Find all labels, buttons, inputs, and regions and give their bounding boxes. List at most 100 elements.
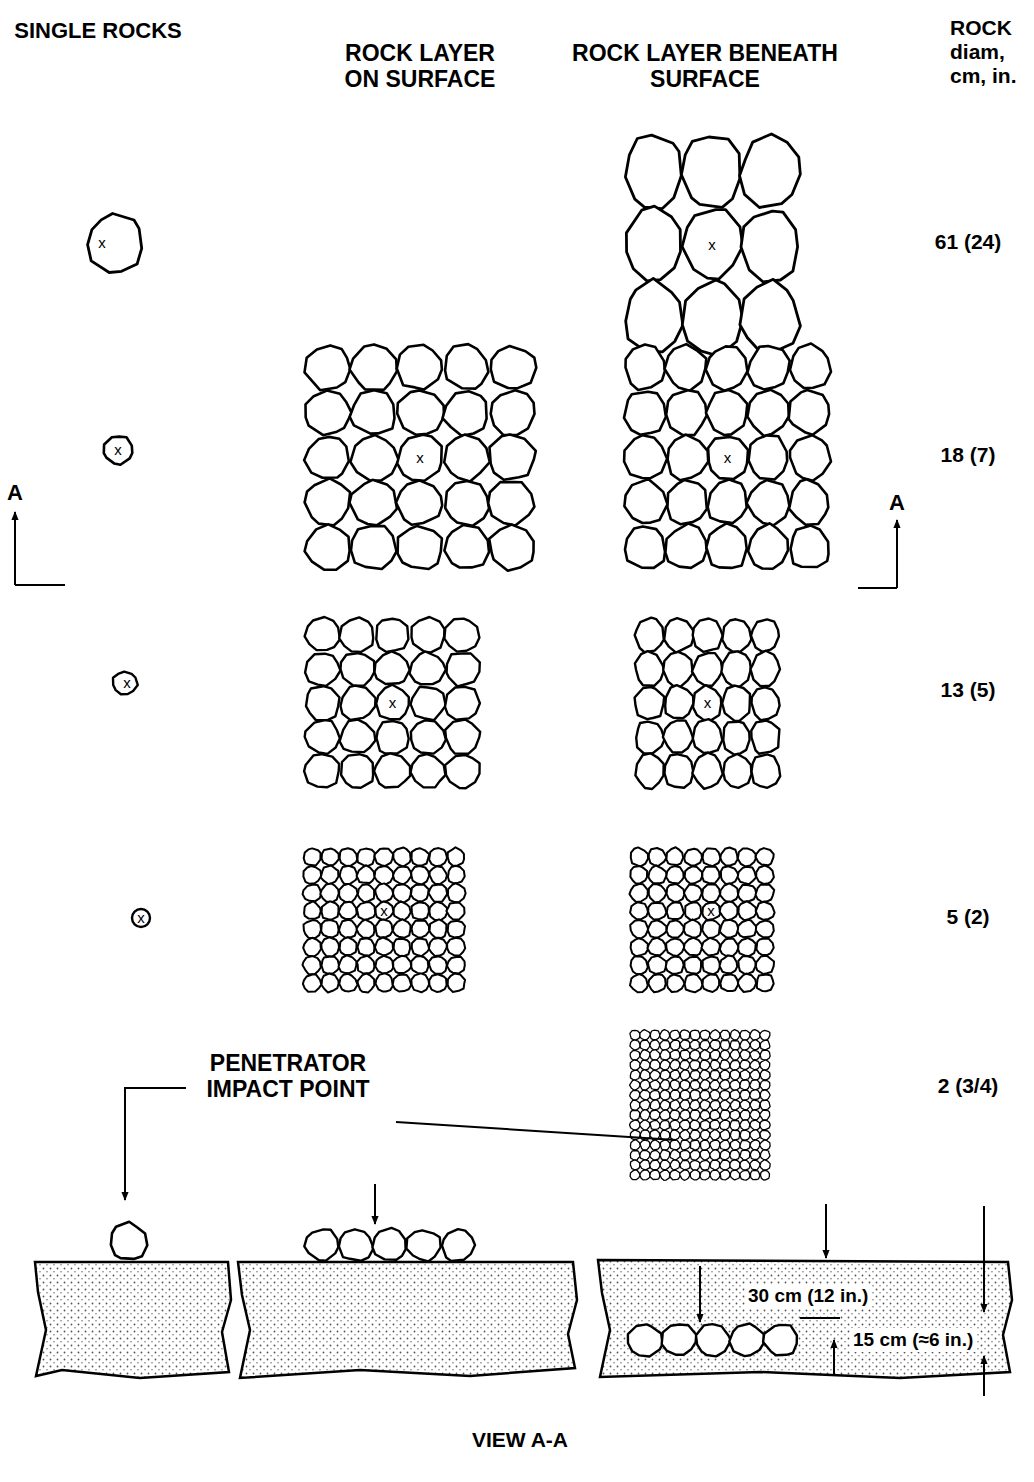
rock [680,1030,690,1040]
rock [738,938,756,956]
rock [690,1050,701,1060]
rock [684,885,702,903]
rock [393,956,411,973]
rock [397,435,442,481]
rock [790,435,831,481]
rock [640,1160,650,1170]
rock [720,1060,730,1070]
rock [680,1110,691,1120]
rock [730,1070,740,1080]
rock [730,1130,739,1140]
dimension-label: 30 cm (12 in.) [745,1284,871,1308]
rock [696,1324,731,1356]
rock [747,390,788,436]
rock [649,884,667,903]
rock [751,619,779,651]
rock [710,1130,720,1140]
rock [648,956,667,974]
rock [682,210,743,280]
rock [630,1030,640,1040]
rock [350,344,397,389]
rock [321,866,339,885]
rock [710,1030,721,1040]
rock [357,865,375,883]
rock [791,526,829,567]
rock [703,849,721,867]
rock [757,975,774,992]
rock [738,974,756,992]
rock [663,721,693,753]
rock [701,1130,710,1140]
rock [104,437,133,465]
rock [682,280,743,356]
rock [760,1110,770,1120]
rock [648,938,666,955]
rock [660,1060,670,1070]
rock [738,849,756,867]
rock [630,1050,640,1060]
rock [625,135,681,209]
rock [411,956,428,974]
rock [304,848,321,865]
rock [723,722,749,755]
rock [692,753,722,789]
rock [640,1030,650,1040]
rock [444,619,479,652]
rock [650,1060,660,1070]
rock [680,1130,690,1141]
rock [680,1080,690,1090]
rock [670,1130,680,1140]
rock [640,1150,650,1160]
rock [640,1110,650,1121]
rock [306,391,352,436]
rock [666,866,683,883]
rock [720,1090,730,1100]
rock-diameter: 2 (3/4) [938,1074,999,1098]
rock [624,479,667,523]
rock [700,1160,710,1170]
rock [445,344,488,389]
rock [690,1070,700,1080]
rock [648,920,667,937]
rock [670,1040,679,1050]
rock [760,1120,770,1130]
rock [670,1090,680,1100]
rock [760,1160,770,1170]
rock [680,1120,690,1130]
rock [411,885,429,902]
rock [748,523,788,568]
rock [670,1030,680,1039]
rock [750,1100,760,1110]
rock [660,1080,670,1090]
rock [670,1120,680,1130]
rock [305,524,350,569]
rock [132,909,150,927]
impact-mark: x [137,910,145,925]
view-label: VIEW A-A [472,1428,568,1452]
rock [690,1030,700,1040]
rock [670,1100,680,1111]
rock [680,1090,690,1100]
rock [303,866,321,884]
rock [720,974,738,991]
rock [667,884,685,902]
rock [448,921,465,938]
rock [358,974,375,993]
rock [448,973,465,992]
rock [640,1080,650,1090]
rock [760,1130,770,1140]
rock [720,939,739,956]
rock [670,1070,680,1079]
rock [374,753,410,787]
rock [710,1140,720,1150]
rock [730,1110,740,1120]
rock [650,1100,660,1110]
rock [680,1170,690,1180]
rock [660,1110,671,1120]
rock [738,885,756,902]
rock [756,866,774,885]
rock [429,902,447,920]
rock [660,1090,670,1100]
rock [375,849,394,866]
rock [720,1160,730,1170]
